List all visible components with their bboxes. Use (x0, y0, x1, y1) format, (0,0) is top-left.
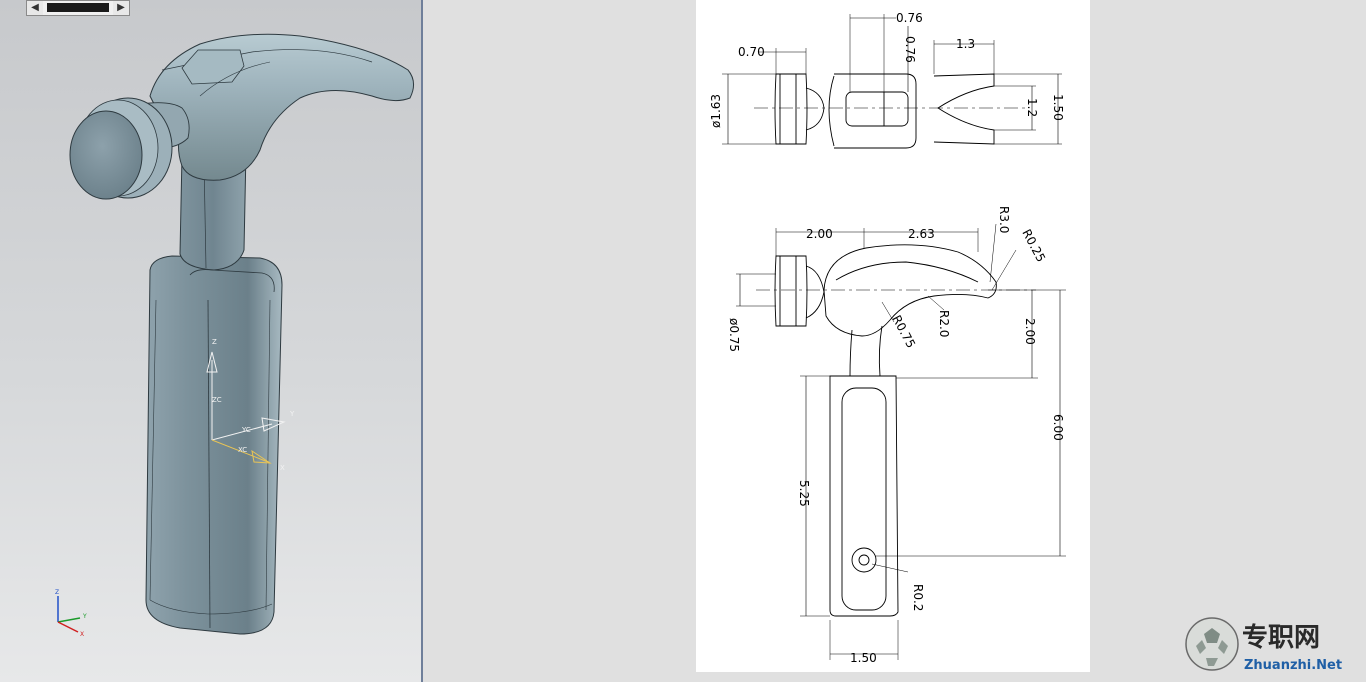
watermark-chinese: 专职网 (1242, 623, 1320, 653)
dim-6-00: 6.00 (1051, 414, 1065, 441)
dim-1-2: 1.2 (1025, 98, 1039, 117)
dim-1-50-vertical: 1.50 (1051, 94, 1065, 121)
coordinate-triad-icon: Z ZC Y YC XC X (206, 338, 295, 472)
axis-label-zc: ZC (212, 396, 222, 404)
view-orientation-icon: Z Y X (55, 589, 87, 638)
mini-axis-x: X (80, 631, 84, 638)
dim-phi-0-75: ø0.75 (727, 318, 741, 352)
dim-r2-0: R2.0 (937, 310, 951, 337)
dim-0-70: 0.70 (738, 45, 765, 59)
dim-r0-75: R0.75 (889, 313, 918, 351)
dim-1-50-horizontal: 1.50 (850, 651, 877, 665)
chevron-right-icon[interactable]: ▶ (113, 1, 129, 15)
dim-5-25: 5.25 (797, 480, 811, 507)
soccer-ball-logo (1185, 617, 1239, 671)
dim-0-76-horizontal: 0.76 (896, 11, 923, 25)
watermark-latin: Zhuanzhi.Net (1244, 658, 1342, 673)
dim-2-63: 2.63 (908, 227, 935, 241)
top-view (722, 14, 1062, 149)
chevron-left-icon[interactable]: ◀ (27, 1, 43, 15)
dim-2-00-vertical: 2.00 (1023, 318, 1037, 345)
hammer-3d-model (69, 33, 414, 635)
dim-1-3: 1.3 (956, 37, 975, 51)
axis-label-x: X (280, 464, 285, 472)
side-view (736, 223, 1066, 660)
axis-label-xc: XC (238, 446, 247, 454)
view-scroll-control[interactable]: ◀ ▶ (26, 0, 130, 16)
watermark: 专职网 Zhuanzhi.Net (1182, 614, 1366, 676)
mini-axis-y: Y (82, 613, 87, 620)
dim-r3-0: R3.0 (997, 206, 1011, 233)
dim-phi-1-63: ø1.63 (709, 94, 723, 128)
drawing-sheet: 0.76 0.70 0.76 1.3 ø1.63 1.2 1.50 2.00 2… (696, 0, 1090, 672)
dim-2-00-horizontal: 2.00 (806, 227, 833, 241)
mini-axis-z: Z (55, 589, 59, 596)
dim-0-76-vertical: 0.76 (903, 36, 917, 63)
model-viewport[interactable]: ◀ ▶ (0, 0, 423, 682)
axis-label-z: Z (212, 338, 217, 346)
dim-r0-2: R0.2 (911, 584, 925, 611)
axis-label-yc: YC (241, 426, 251, 434)
axis-label-y: Y (289, 410, 295, 418)
dim-r0-25: R0.25 (1019, 227, 1048, 265)
scroll-thumb[interactable] (47, 3, 109, 12)
